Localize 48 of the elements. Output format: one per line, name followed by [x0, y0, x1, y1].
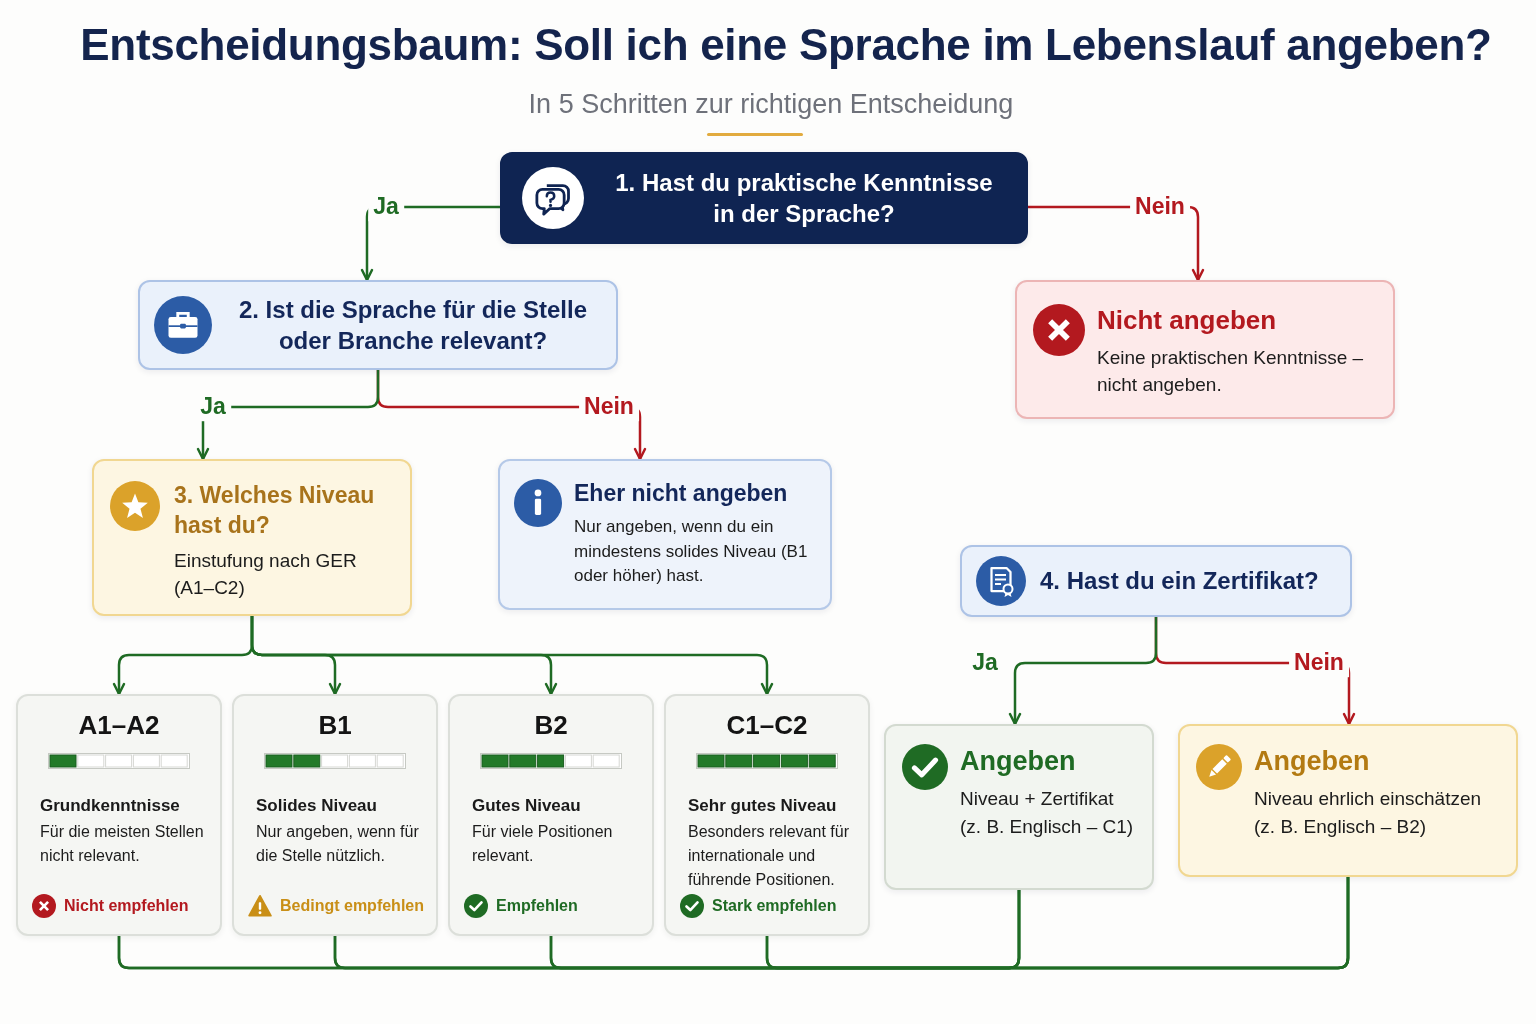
heading: 1. Hast du praktische Kenntnisse in der Sprache? — [614, 167, 994, 229]
question-box — [92, 459, 412, 616]
heading: Angeben — [1254, 745, 1370, 778]
level-card — [664, 694, 870, 936]
description-text: Keine praktischen Kenntnisse – nicht angeben. — [1097, 345, 1365, 398]
description-text: Nur angeben, wenn du ein mindestens solides Niveau (B1 oder höher) hast. — [574, 515, 809, 588]
question-box — [500, 152, 1028, 244]
level-heading: Grundkenntnisse — [40, 795, 180, 818]
description-text: Niveau ehrlich einschätzen (z. B. Englisch – B2) — [1254, 787, 1483, 839]
arrow — [250, 616, 774, 696]
level-title: B2 — [534, 710, 568, 742]
description-text: Besonders relevant für internationale und führende Positionen. — [688, 822, 850, 891]
description-text: Für die meisten Stellen nicht relevant. — [40, 822, 205, 867]
connector-line — [765, 877, 1350, 970]
level-card — [232, 694, 438, 936]
result-box — [884, 724, 1154, 890]
result-box — [498, 459, 832, 610]
level-card — [16, 694, 222, 936]
heading: Angeben — [960, 745, 1076, 778]
heading: Nicht angeben — [1097, 304, 1277, 337]
level-heading: Solides Niveau — [256, 795, 377, 818]
status-text: Bedingt empfehlen — [280, 896, 424, 916]
level-heading: Gutes Niveau — [472, 795, 581, 818]
level-heading: Sehr gutes Niveau — [688, 795, 837, 818]
description-text: Einstufung nach GER (A1–C2) — [174, 548, 358, 601]
subtitle: In 5 Schritten zur richtigen Entscheidung — [528, 88, 1014, 121]
edge-label: Nein — [579, 393, 639, 421]
result-box — [1015, 280, 1395, 419]
description-text: Niveau + Zertifikat (z. B. Englisch – C1) — [960, 787, 1135, 839]
heading: 2. Ist die Sprache für die Stelle oder Branche relevant? — [237, 294, 589, 356]
level-title: A1–A2 — [78, 710, 160, 742]
heading: 3. Welches Niveau hast du? — [174, 481, 376, 540]
level-card — [448, 694, 654, 936]
status-text: Nicht empfehlen — [64, 896, 189, 916]
heading: 4. Hast du ein Zertifikat? — [1040, 566, 1319, 597]
heading: Eher nicht angeben — [574, 479, 788, 508]
level-title: C1–C2 — [726, 710, 808, 742]
status-text: Stark empfehlen — [712, 896, 837, 916]
question-box — [138, 280, 618, 370]
result-box — [1178, 724, 1518, 877]
level-title: B1 — [318, 710, 352, 742]
edge-label: Nein — [1289, 649, 1349, 677]
question-box — [960, 545, 1352, 617]
arrow — [1008, 617, 1158, 726]
title: Entscheidungsbaum: Soll ich eine Sprache im Lebenslauf angeben? — [80, 20, 1492, 71]
status-text: Empfehlen — [496, 896, 578, 916]
description-text: Für viele Positionen relevant. — [472, 822, 614, 867]
description-text: Nur angeben, wenn für die Stelle nützlich. — [256, 822, 420, 867]
